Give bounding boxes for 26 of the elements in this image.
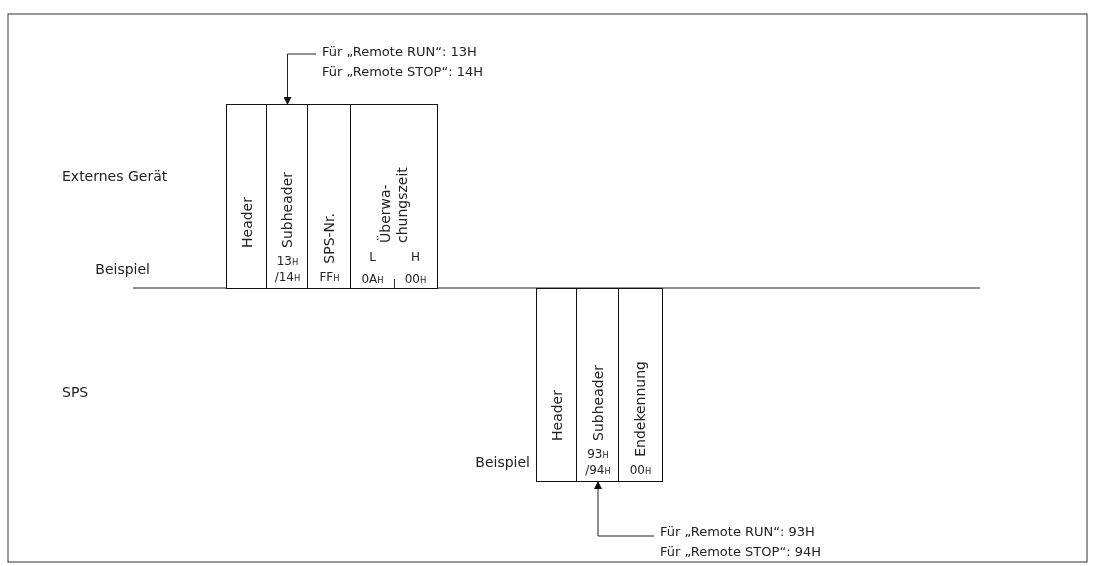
callout-text: Für „Remote RUN“: 93H — [660, 523, 815, 541]
field-name: Subheader — [589, 365, 607, 441]
field-name: Header — [548, 390, 566, 441]
byte-label: H — [411, 249, 420, 265]
example-label: Beispiel — [474, 453, 530, 471]
callout-text: Für „Remote RUN“: 13H — [322, 43, 477, 61]
arrow — [594, 481, 655, 537]
field-name: Endekennung — [632, 361, 649, 457]
callout-text: Für „Remote STOP“: 14H — [322, 63, 484, 81]
frame-field — [266, 104, 309, 289]
frame-field — [536, 288, 578, 482]
field-name: Überwa- chungszeit — [377, 166, 411, 243]
frame-field — [618, 288, 663, 482]
arrow — [283, 53, 317, 105]
byte-label: L — [369, 249, 376, 265]
participant-label: Externes Gerät — [62, 167, 169, 185]
frame-field — [350, 104, 438, 289]
callout-text: Für „Remote STOP“: 94H — [660, 543, 822, 561]
frame-field — [226, 104, 268, 289]
frame-field — [307, 104, 352, 289]
field-name: Header — [238, 197, 256, 248]
field-name: SPS-Nr. — [321, 213, 338, 264]
participant-label: SPS — [62, 383, 90, 401]
example-label: Beispiel — [94, 260, 150, 278]
frame-field — [576, 288, 620, 482]
field-name: Subheader — [279, 172, 296, 248]
